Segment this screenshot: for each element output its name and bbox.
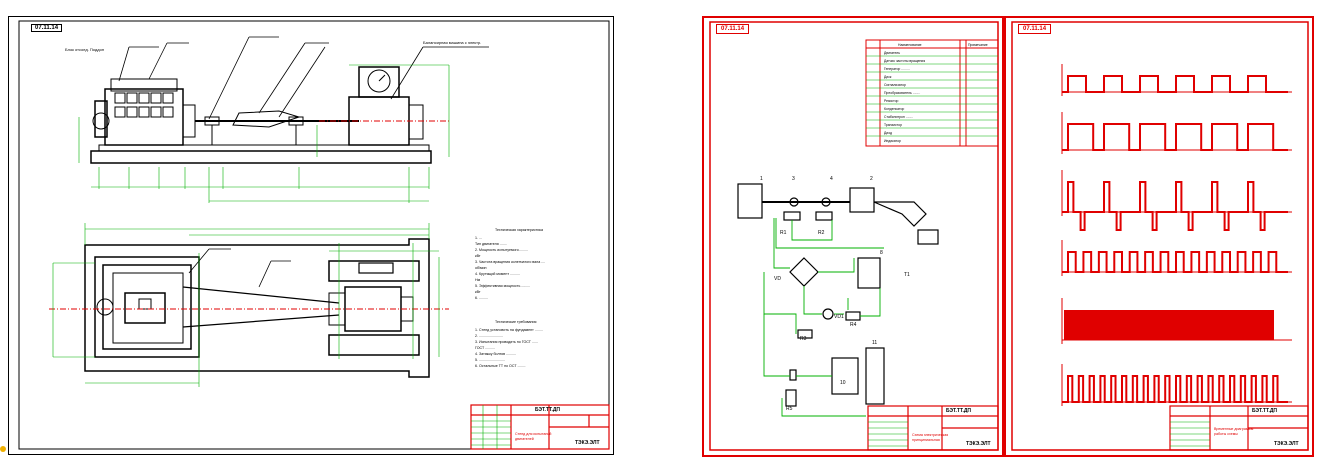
svg-text:Временные диаграммы: Временные диаграммы [1214, 427, 1254, 431]
svg-text:R4: R4 [850, 322, 857, 328]
svg-text:R2: R2 [818, 230, 825, 236]
svg-text:T1: T1 [904, 272, 910, 278]
svg-text:Датчик частоты вращения: Датчик частоты вращения [884, 59, 925, 63]
stamp-code: БЭТ.ТТ.ДП [535, 407, 560, 413]
assembly-drawing-sheet: 07.11.14 [8, 16, 614, 455]
svg-text:2: 2 [870, 176, 873, 182]
assembly-drawing: Блок отсоед. Поддон Балансирная машина с… [18, 20, 610, 450]
svg-text:Сигнализатор: Сигнализатор [884, 83, 906, 87]
svg-text:принципиальная: принципиальная [912, 438, 940, 442]
stamp-org: ТЭКЭ.ЭЛТ [575, 440, 600, 446]
signal-fill [1064, 310, 1274, 340]
svg-text:3. Испытания проводить по ГОСТ: 3. Испытания проводить по ГОСТ ...... [475, 340, 538, 344]
svg-text:Преобразователь ........: Преобразователь ........ [884, 91, 920, 95]
stamp-org: ТЭКЭ.ЭЛТ [966, 441, 991, 447]
svg-text:ГОСТ ..........: ГОСТ .......... [475, 346, 495, 350]
svg-text:Конденсатор: Конденсатор [884, 107, 904, 111]
svg-text:об/мин: об/мин [475, 266, 487, 270]
schematic-sheet: 07.11.14 Наименование Примечание Двигател… [702, 16, 1004, 457]
svg-text:Технические требования: Технические требования [495, 320, 536, 324]
sheet-tag: 07.11.14 [1018, 24, 1052, 34]
svg-text:R1: R1 [780, 230, 787, 236]
svg-text:Наименование: Наименование [898, 43, 922, 47]
svg-text:3. Частота вращения коленчатог: 3. Частота вращения коленчатого вала ...… [475, 260, 545, 264]
svg-text:1. ...: 1. ... [475, 236, 482, 240]
svg-text:10: 10 [840, 380, 846, 386]
svg-text:Транзистор: Транзистор [884, 123, 902, 127]
signal-trace [1062, 375, 1288, 403]
svg-text:работы схемы: работы схемы [1214, 432, 1238, 436]
stamp-code: БЭТ.ТТ.ДП [946, 408, 971, 414]
svg-text:R3: R3 [800, 336, 807, 342]
stamp-org: ТЭКЭ.ЭЛТ [1274, 441, 1299, 447]
sheet-tag: 07.11.14 [716, 24, 750, 34]
svg-text:VD: VD [774, 276, 781, 282]
svg-text:кВт: кВт [475, 290, 481, 294]
signal-trace [1062, 181, 1288, 231]
sheet-tag: 07.11.14 [31, 24, 63, 32]
svg-text:Резистор: Резистор [884, 99, 898, 103]
svg-text:3: 3 [792, 176, 795, 182]
svg-text:1: 1 [760, 176, 763, 182]
signal-trace [1062, 75, 1288, 93]
svg-text:4. Затяжку болтов ..........: 4. Затяжку болтов .......... [475, 352, 516, 356]
svg-text:6. Остальные ТТ по ОСТ .......: 6. Остальные ТТ по ОСТ ........ [475, 364, 526, 368]
svg-text:8: 8 [880, 250, 883, 256]
svg-text:Балансирная машина с электр.: Балансирная машина с электр. [423, 40, 481, 45]
timing-diagram-sheet: 07.11.14 Временные диаграммы работы схем… [1004, 16, 1314, 457]
svg-text:VD1: VD1 [834, 314, 844, 320]
svg-text:Примечание: Примечание [968, 43, 988, 47]
svg-text:кВт: кВт [475, 254, 481, 258]
svg-text:Индикатор: Индикатор [884, 139, 901, 143]
stamp-code: БЭТ.ТТ.ДП [1252, 408, 1277, 414]
svg-text:Блок отсоед. Поддон: Блок отсоед. Поддон [65, 47, 104, 52]
svg-text:Диод: Диод [884, 131, 892, 135]
timing-diagrams: Временные диаграммы работы схемы [1011, 21, 1309, 451]
svg-text:6. .........: 6. ......... [475, 296, 488, 300]
svg-text:R5: R5 [786, 406, 793, 412]
svg-text:Нм: Нм [475, 278, 481, 282]
svg-text:Генератор .........: Генератор ......... [884, 67, 910, 71]
svg-text:4: 4 [830, 176, 833, 182]
svg-text:5. ..........................: 5. .......................... [475, 358, 505, 362]
svg-text:11: 11 [872, 340, 877, 346]
svg-text:2. Мощность испытуемого.......: 2. Мощность испытуемого......... [475, 248, 528, 252]
svg-text:Двигатель: Двигатель [884, 51, 900, 55]
svg-text:Тип двигателя .......: Тип двигателя ....... [475, 242, 507, 246]
svg-text:Стабилитрон ........: Стабилитрон ........ [884, 115, 913, 119]
svg-text:двигателей: двигателей [515, 437, 534, 441]
svg-text:Диск: Диск [884, 75, 892, 79]
svg-text:1. Стенд установить на фундаме: 1. Стенд установить на фундамент .......… [475, 328, 543, 332]
svg-text:Схема электрическая: Схема электрическая [912, 433, 948, 437]
svg-text:4. Крутящий момент ..........: 4. Крутящий момент .......... [475, 272, 520, 276]
svg-text:Техническая характеристика: Техническая характеристика [495, 228, 543, 232]
cursor-marker [0, 446, 6, 452]
signal-trace [1062, 123, 1288, 151]
signal-trace [1062, 251, 1288, 273]
svg-text:2. ........................: 2. ........................ [475, 334, 503, 338]
svg-text:Стенд для испытаний: Стенд для испытаний [515, 432, 551, 436]
svg-text:5. Эффективная мощность ......: 5. Эффективная мощность ......... [475, 284, 530, 288]
